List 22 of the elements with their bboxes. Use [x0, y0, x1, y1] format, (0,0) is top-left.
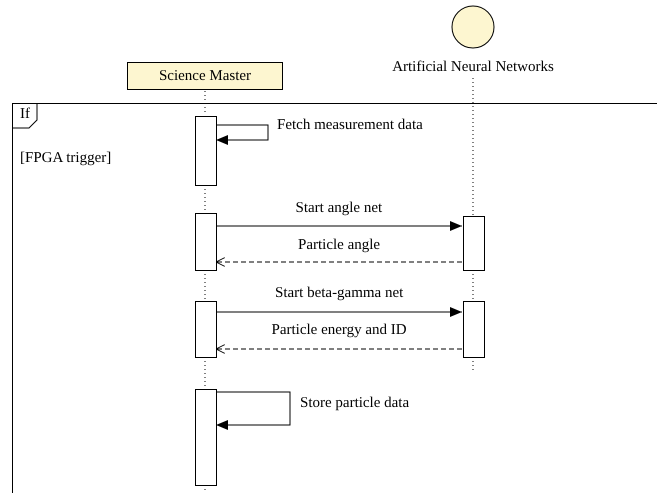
reply-arrow [216, 344, 462, 354]
reply-arrow [216, 257, 462, 267]
message-arrow [216, 221, 462, 231]
message-arrow [216, 307, 462, 317]
activation-bar [463, 301, 485, 358]
fragment-frame [12, 103, 657, 493]
activation-bar [463, 216, 485, 271]
participant-name: Artificial Neural Networks [391, 59, 555, 75]
fragment-operator: If [20, 106, 30, 122]
activation-bar [195, 213, 217, 271]
message-label: Particle energy and ID [270, 322, 409, 338]
self-message-arrow [216, 124, 268, 145]
activation-bar [195, 301, 217, 358]
self-message-arrow [216, 392, 290, 430]
participant-box: Science Master [127, 62, 283, 90]
message-label: Start angle net [294, 200, 384, 216]
message-label: Start beta-gamma net [273, 285, 406, 301]
activation-bar [195, 116, 217, 186]
message-label: Particle angle [296, 237, 382, 253]
message-label: Store particle data [298, 395, 412, 411]
activation-bar [195, 389, 217, 486]
guard-condition: [FPGA trigger] [20, 150, 112, 166]
